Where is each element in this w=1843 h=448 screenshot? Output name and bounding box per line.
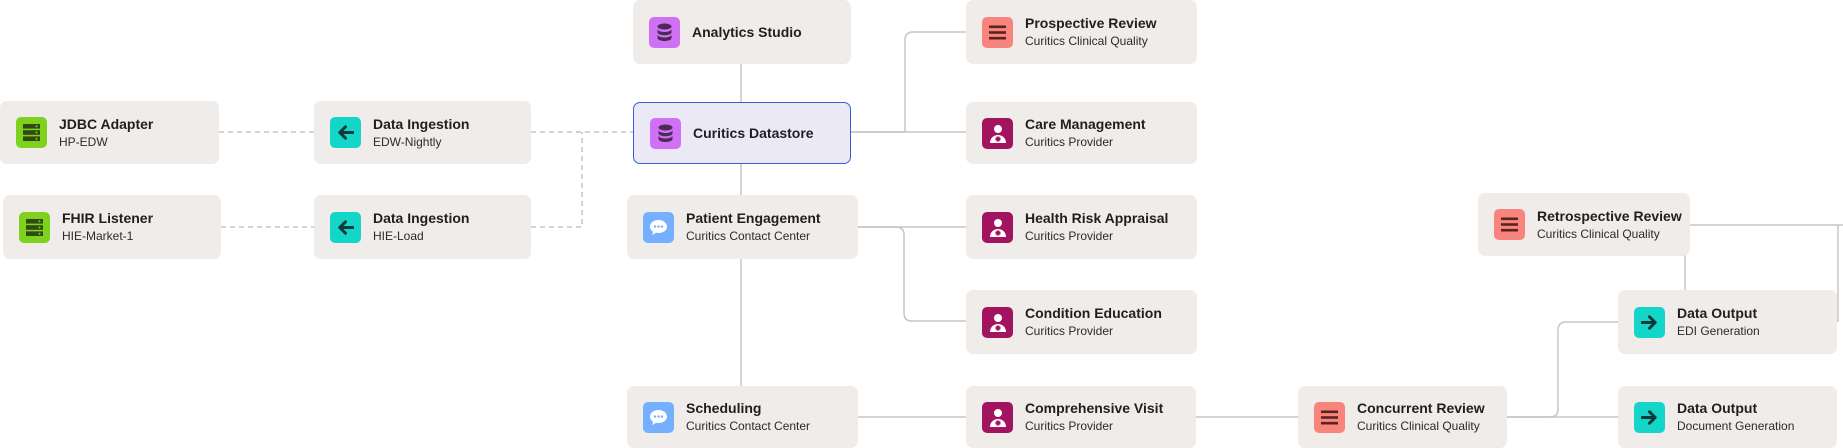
database-icon <box>650 117 681 149</box>
arrow-right-icon <box>1634 401 1665 433</box>
node-title: Data Output <box>1677 400 1758 417</box>
node-title: Scheduling <box>686 400 762 417</box>
node-subtitle: Curitics Contact Center <box>686 229 811 244</box>
node-subtitle: Curitics Provider <box>1025 419 1114 434</box>
node-title: Data Output <box>1677 305 1758 322</box>
node-data-output-edi[interactable]: Data Output EDI Generation <box>1618 290 1837 354</box>
node-comprehensive-visit[interactable]: Comprehensive Visit Curitics Provider <box>966 386 1196 448</box>
node-subtitle: Document Generation <box>1677 419 1795 434</box>
node-title: Retrospective Review <box>1537 207 1682 224</box>
node-scheduling[interactable]: Scheduling Curitics Contact Center <box>627 386 858 448</box>
node-fhir-listener[interactable]: FHIR Listener HIE-Market-1 <box>3 195 221 259</box>
node-subtitle: Curitics Provider <box>1025 229 1114 244</box>
provider-icon <box>982 211 1013 243</box>
server-icon <box>19 211 50 243</box>
node-title: Concurrent Review <box>1357 400 1485 417</box>
node-subtitle: Curitics Provider <box>1025 135 1114 150</box>
node-analytics-studio[interactable]: Analytics Studio <box>633 0 851 64</box>
node-retrospective-review[interactable]: Retrospective Review Curitics Clinical Q… <box>1478 193 1690 256</box>
provider-icon <box>982 117 1013 149</box>
node-data-ingestion-edw[interactable]: Data Ingestion EDW-Nightly <box>314 101 531 164</box>
node-jdbc-adapter[interactable]: JDBC Adapter HP-EDW <box>0 101 219 164</box>
list-icon <box>1494 209 1525 240</box>
node-title: Comprehensive Visit <box>1025 400 1164 417</box>
list-icon <box>1314 401 1345 433</box>
node-subtitle: Curitics Clinical Quality <box>1025 34 1148 49</box>
node-concurrent-review[interactable]: Concurrent Review Curitics Clinical Qual… <box>1298 386 1507 448</box>
node-subtitle: HIE-Load <box>373 229 424 244</box>
node-curitics-datastore[interactable]: Curitics Datastore <box>633 102 851 164</box>
node-title: JDBC Adapter <box>59 115 154 132</box>
node-title: Analytics Studio <box>692 23 802 40</box>
node-condition-education[interactable]: Condition Education Curitics Provider <box>966 290 1197 354</box>
arrow-right-icon <box>1634 306 1665 338</box>
node-title: Condition Education <box>1025 305 1162 322</box>
list-icon <box>982 16 1013 48</box>
node-title: Care Management <box>1025 116 1146 133</box>
provider-icon <box>982 306 1013 338</box>
node-title: Health Risk Appraisal <box>1025 210 1169 227</box>
arrow-left-icon <box>330 211 361 243</box>
node-subtitle: Curitics Clinical Quality <box>1357 419 1480 434</box>
chat-icon <box>643 401 674 433</box>
connector-engagement-to-condition <box>858 226 966 322</box>
node-subtitle: HP-EDW <box>59 134 108 149</box>
node-subtitle: Curitics Clinical Quality <box>1537 226 1660 241</box>
provider-icon <box>982 401 1013 433</box>
node-prospective-review[interactable]: Prospective Review Curitics Clinical Qua… <box>966 0 1197 64</box>
connector-ingest-hie-to-datastore <box>531 132 583 228</box>
node-title: Curitics Datastore <box>693 124 814 141</box>
connector-datastore-to-prospective <box>851 31 966 133</box>
node-title: Prospective Review <box>1025 15 1157 32</box>
server-icon <box>16 117 47 148</box>
node-health-risk-appraisal[interactable]: Health Risk Appraisal Curitics Provider <box>966 195 1197 259</box>
node-subtitle: EDI Generation <box>1677 324 1760 339</box>
node-title: Data Ingestion <box>373 210 470 227</box>
node-subtitle: EDW-Nightly <box>373 134 442 149</box>
node-care-management[interactable]: Care Management Curitics Provider <box>966 102 1197 164</box>
node-title: Patient Engagement <box>686 210 821 227</box>
node-subtitle: Curitics Provider <box>1025 324 1114 339</box>
node-title: FHIR Listener <box>62 210 154 227</box>
chat-icon <box>643 211 674 243</box>
node-subtitle: HIE-Market-1 <box>62 229 134 244</box>
node-data-output-document[interactable]: Data Output Document Generation <box>1618 386 1837 448</box>
arrow-left-icon <box>330 117 361 148</box>
node-title: Data Ingestion <box>373 115 470 132</box>
node-patient-engagement[interactable]: Patient Engagement Curitics Contact Cent… <box>627 195 858 259</box>
node-subtitle: Curitics Contact Center <box>686 419 811 434</box>
node-data-ingestion-hie[interactable]: Data Ingestion HIE-Load <box>314 195 531 259</box>
database-icon <box>649 16 680 48</box>
connector-concurrent-to-output-edi <box>1507 321 1618 418</box>
